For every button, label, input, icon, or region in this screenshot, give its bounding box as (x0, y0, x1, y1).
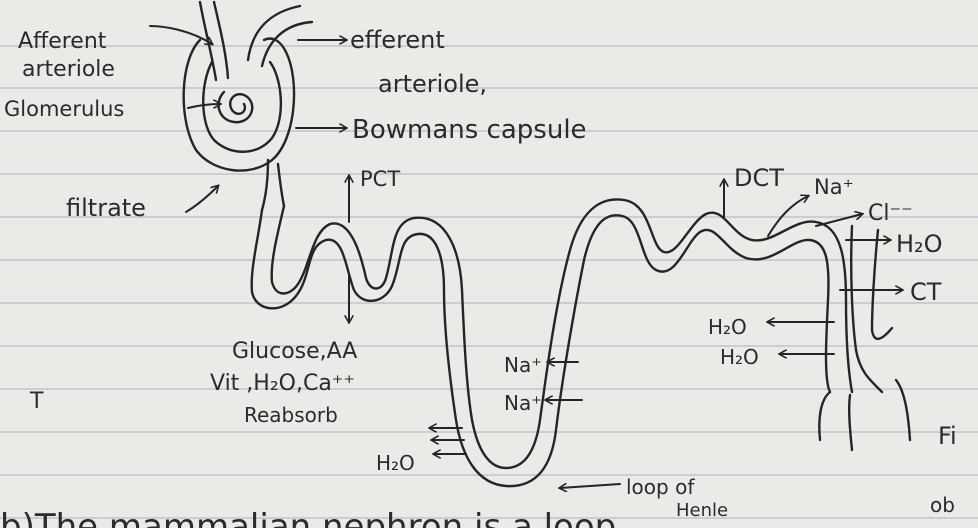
reabsorb-line-3: Reabsorb (244, 403, 338, 427)
collecting-duct-right (872, 230, 892, 339)
reabsorb-line-1: Glucose,AA (232, 339, 357, 364)
dct-cl-arrow (816, 214, 862, 226)
ct-h2o-label-2: H₂O (720, 345, 759, 369)
efferent-vessel-inner (248, 6, 300, 60)
tubule-inner-wall (272, 199, 852, 468)
reabsorb-line-2: Vit ,H₂O,Ca⁺⁺ (210, 371, 355, 396)
ct-label: CT (910, 278, 942, 306)
dct-h2o-label: H₂O (896, 230, 943, 258)
loop-na-label-2: Na⁺ (504, 391, 542, 415)
loop-of-label: loop of (626, 475, 695, 499)
loop-arrow (560, 484, 620, 488)
collecting-duct-left (851, 226, 882, 392)
afferent-label: Afferent (18, 29, 107, 54)
dct-na-label: Na⁺ (814, 175, 854, 199)
edge-fi-label: Fi (938, 422, 957, 450)
loop-na-label-1: Na⁺ (504, 353, 542, 377)
dct-cl-label: Cl⁻⁻ (868, 201, 913, 226)
efferent-arteriole-label: arteriole, (378, 70, 487, 98)
bowmans-capsule-label: Bowmans capsule (352, 115, 587, 145)
ct-h2o-label-1: H₂O (708, 315, 747, 339)
filtrate-arrow (186, 186, 218, 212)
margin-t-label: T (29, 389, 44, 414)
afferent-arrow (150, 26, 212, 44)
edge-ob-label: ob (930, 493, 955, 517)
glomerulus-label: Glomerulus (4, 97, 124, 121)
afferent-vessel-inner (214, 2, 228, 78)
dct-label: DCT (734, 164, 784, 192)
pct-label: PCT (360, 167, 400, 191)
efferent-label: efferent (350, 26, 445, 54)
afferent-arteriole-label: arteriole (22, 57, 115, 82)
collecting-duct-base-left (819, 392, 830, 440)
glomerulus-coil (219, 92, 253, 122)
collecting-duct-base-right (849, 395, 852, 450)
filtrate-label: filtrate (66, 194, 146, 222)
labels: Afferent arteriole Glomerulus filtrate e… (0, 26, 957, 528)
henle-label: Henle (676, 500, 728, 521)
bottom-text-line: b)The mammalian nephron is a loop (0, 507, 616, 528)
efferent-vessel-outer (262, 22, 312, 66)
loop-h2o-label: H₂O (376, 451, 415, 475)
